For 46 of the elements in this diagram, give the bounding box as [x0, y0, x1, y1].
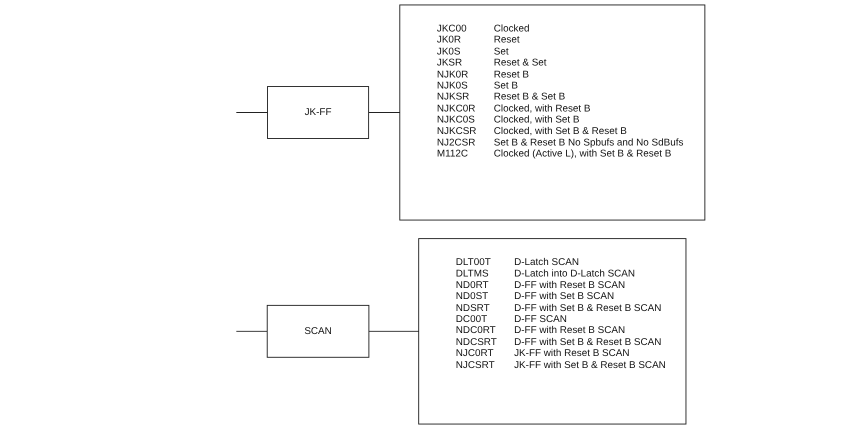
- part-description: D-FF with Set B & Reset B SCAN: [514, 336, 662, 348]
- part-code: NJKC0S: [436, 114, 476, 126]
- part-code: NJ2CSR: [436, 137, 476, 149]
- part-description: D-FF SCAN: [514, 314, 568, 326]
- part-code: NJKCSR: [436, 126, 476, 138]
- part-description: Reset & Set: [494, 58, 548, 69]
- part-code: NJC0RT: [456, 348, 495, 360]
- part-code: DLT00T: [456, 257, 492, 269]
- part-description: Reset: [494, 34, 521, 46]
- part-description: JK-FF with Set B & Reset B SCAN: [514, 359, 666, 371]
- part-description: Clocked, with Set B & Reset B: [494, 126, 628, 138]
- part-description: Clocked, with Set B: [494, 114, 581, 126]
- part-description: D-FF with Reset B SCAN: [514, 325, 626, 337]
- part-code: NJK0R: [436, 68, 470, 80]
- part-description: Set B: [494, 80, 519, 92]
- part-code: NJKSR: [436, 92, 470, 104]
- part-description: D-Latch SCAN: [514, 257, 580, 269]
- part-description: Set B & Reset B No Spbufs and No SdBufs: [494, 137, 684, 149]
- part-code: JK0R: [436, 34, 462, 46]
- part-code: ND0RT: [456, 280, 490, 292]
- part-description: D-FF with Set B SCAN: [514, 291, 616, 303]
- part-code: DC00T: [456, 314, 488, 326]
- category-label: SCAN: [304, 324, 332, 338]
- part-code: NJKC0R: [436, 103, 476, 114]
- part-description: JK-FF with Reset B SCAN: [514, 348, 631, 360]
- part-code: NDSRT: [456, 302, 491, 314]
- part-description: D-FF with Reset B SCAN: [514, 280, 626, 292]
- part-code: DLTMS: [456, 268, 490, 280]
- part-code: ND0ST: [456, 291, 490, 303]
- part-description: D-FF with Set B & Reset B SCAN: [514, 302, 662, 314]
- part-code: M112C: [436, 148, 470, 160]
- part-description: Clocked: [494, 24, 530, 35]
- part-description: Reset B: [494, 68, 530, 80]
- part-code: NDC0RT: [456, 325, 497, 337]
- part-description: Clocked, with Reset B: [494, 103, 592, 114]
- category-label: JK-FF: [304, 106, 332, 120]
- part-code: NDCSRT: [456, 336, 497, 348]
- part-description: D-Latch into D-Latch SCAN: [514, 268, 636, 280]
- part-code: NJCSRT: [456, 359, 496, 371]
- part-code: JKSR: [436, 58, 464, 69]
- part-code: JK0S: [436, 46, 462, 58]
- part-code: NJK0S: [436, 80, 469, 92]
- part-description: Set: [494, 46, 510, 58]
- part-description: Reset B & Set B: [494, 92, 566, 104]
- part-code: JKC00: [436, 24, 468, 35]
- part-description: Clocked (Active L), with Set B & Reset B: [494, 148, 672, 160]
